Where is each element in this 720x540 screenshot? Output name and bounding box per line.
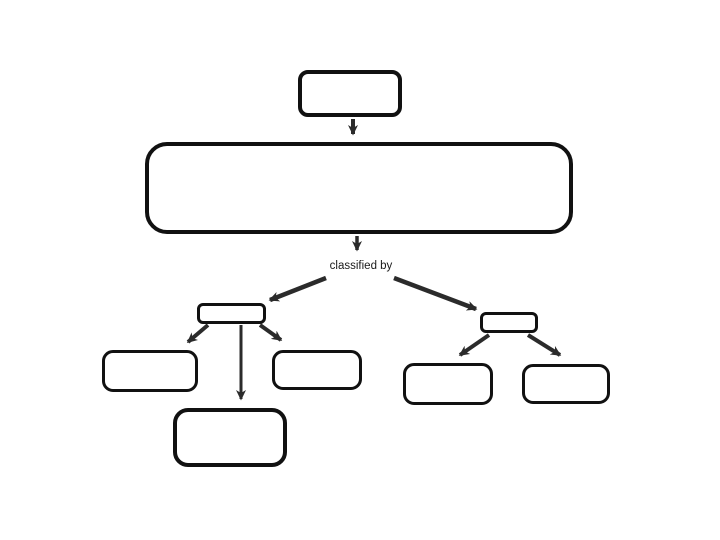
node-classifier-right-box[interactable] [480,312,538,333]
node-left-child-2-box[interactable] [272,350,362,390]
node-right-child-1-box[interactable] [403,363,493,405]
connector-classifier-left-to-child-2 [258,323,283,342]
node-classifier-left-box[interactable] [197,303,266,324]
node-top-box[interactable] [298,70,402,117]
node-left-child-1-box[interactable] [102,350,198,392]
node-main-box[interactable] [145,142,573,234]
connector-classifier-right-to-child-1 [458,333,491,357]
node-left-child-bottom-box[interactable] [173,408,287,467]
connector-classifier-left-to-child-1 [186,323,210,344]
connector-label-to-classifier-left [268,275,327,303]
connector-label-to-classifier-right [393,275,478,312]
node-right-child-2-box[interactable] [522,364,610,404]
connector-label-classified-by: classified by [329,260,393,272]
connector-classifier-right-to-child-2 [526,333,562,357]
